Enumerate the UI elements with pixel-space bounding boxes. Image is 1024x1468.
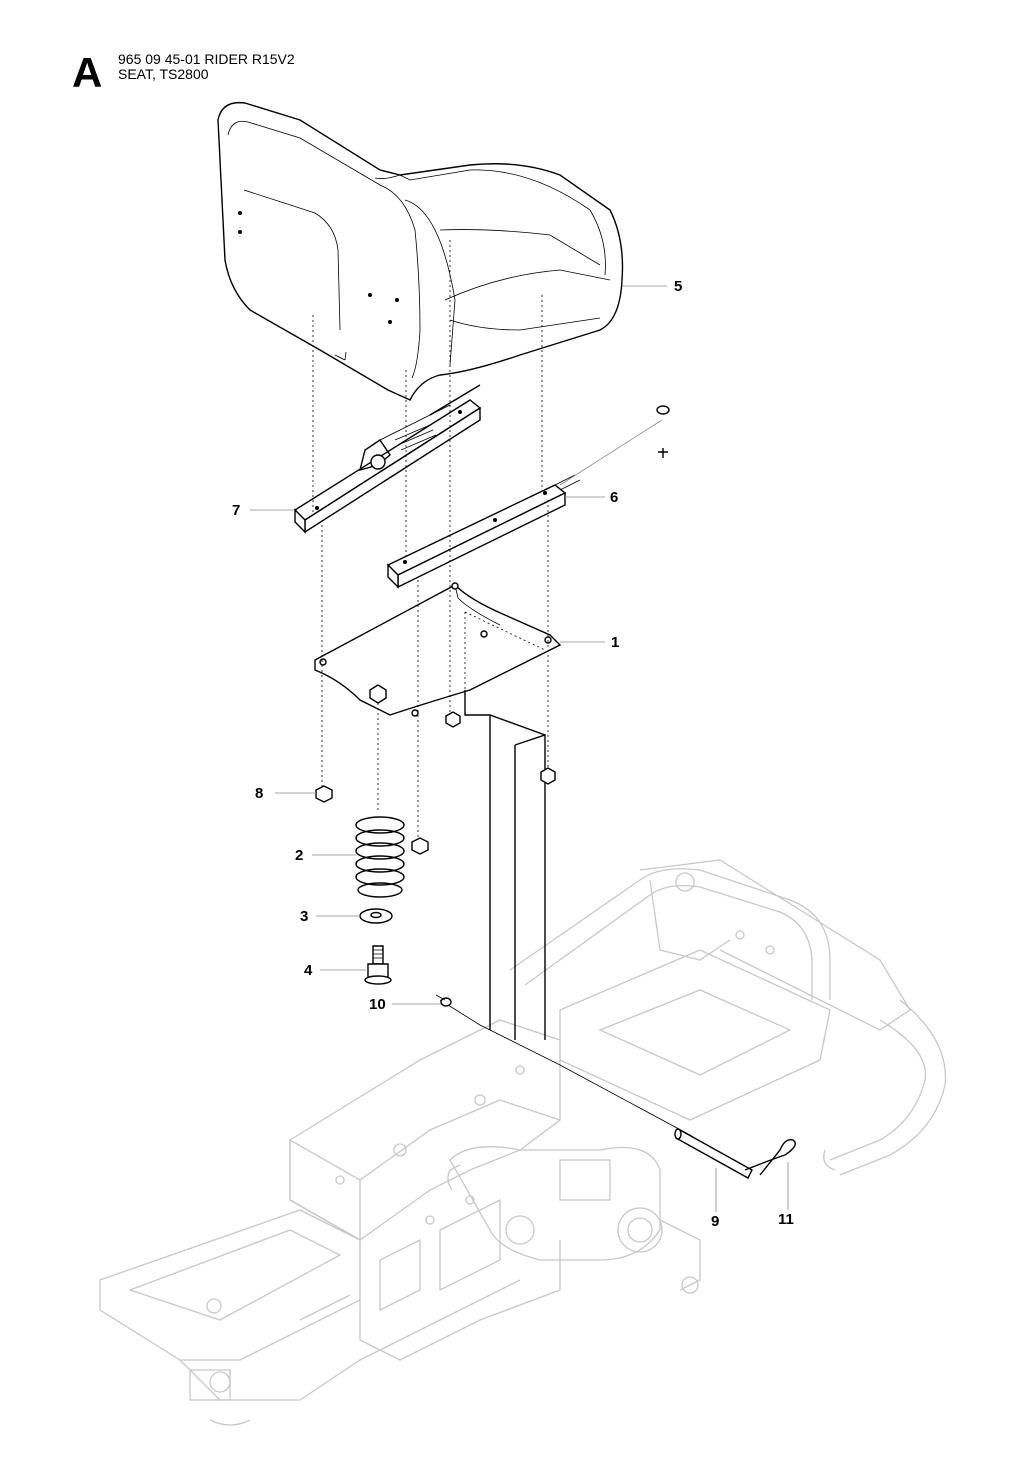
callout-2: 2: [295, 847, 304, 864]
callout-11: 11: [778, 1211, 794, 1228]
callout-8: 8: [255, 785, 264, 802]
callout-3: 3: [300, 908, 309, 925]
callout-7: 7: [232, 502, 241, 519]
callout-leaders: [250, 285, 789, 1212]
callout-4: 4: [304, 962, 313, 979]
part-number-line: 965 09 45-01 RIDER R15V2: [118, 51, 295, 67]
seat-plate-part-1: [314, 582, 562, 1040]
hairpin-clip-part-11: [744, 1139, 796, 1176]
washer-part-3: [359, 908, 393, 924]
nut-part-8: [315, 711, 556, 855]
slide-rail-part-7: [293, 384, 482, 534]
section-letter: A: [72, 49, 103, 96]
alignment-lines: [312, 240, 751, 1176]
spring-part-2: [355, 816, 405, 898]
bolt-part-4: [364, 945, 392, 985]
pin-part-9: [674, 1128, 753, 1179]
callout-5: 5: [674, 278, 683, 295]
title-block: 965 09 45-01 RIDER R15V2 SEAT, TS2800: [118, 52, 295, 82]
slide-rail-part-6: [386, 405, 670, 589]
callout-10: 10: [369, 996, 386, 1013]
callout-1: 1: [611, 634, 620, 651]
tractor-frame-ghost: [99, 859, 947, 1426]
seat-part-5: [217, 101, 624, 401]
callout-6: 6: [610, 489, 619, 506]
clip-part-10: [435, 994, 452, 1007]
subtitle-line: SEAT, TS2800: [118, 66, 209, 82]
callout-9: 9: [711, 1213, 720, 1230]
